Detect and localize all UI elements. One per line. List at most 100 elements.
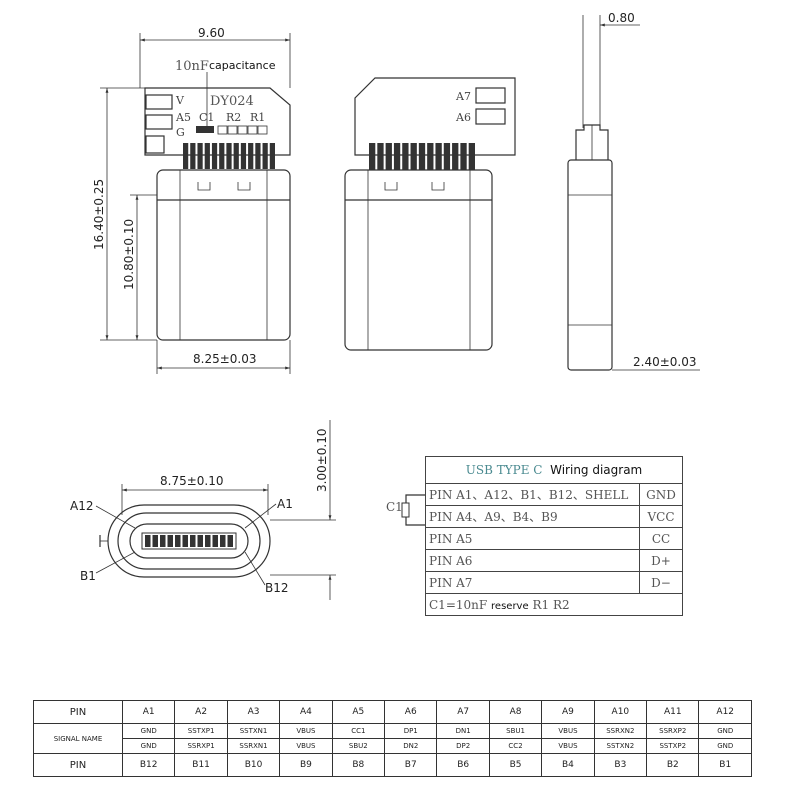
connector-pin [167, 535, 173, 547]
signal-cell-bottom: SBU2 [331, 738, 386, 754]
wiring-cap-label: C1 [386, 500, 403, 514]
pin-cell-top: A5 [331, 700, 386, 724]
connector-pin [212, 535, 218, 547]
signal-cell-top: VBUS [279, 723, 333, 739]
pad-label-v: V [175, 94, 185, 107]
wiring-table: USB TYPE C Wiring diagram PIN A1、A12、B1、… [425, 456, 683, 616]
dim-height-body: 10.80±0.10 [122, 219, 136, 290]
connector-pin [385, 143, 392, 170]
label-b1: B1 [80, 569, 96, 583]
connector-pin [152, 535, 158, 547]
signal-cell-top: GND [698, 723, 752, 739]
pin-cell-bottom: B3 [593, 753, 648, 777]
pin-cell-top: A12 [698, 700, 752, 724]
dim-end-width: 8.75±0.10 [160, 474, 224, 488]
connector-pin [460, 143, 467, 170]
label-r1: R1 [250, 111, 265, 124]
signal-cell-bottom: VBUS [279, 738, 333, 754]
signal-cell-top: VBUS [541, 723, 595, 739]
signal-cell-bottom: DN2 [384, 738, 438, 754]
signal-cell-top: GND [121, 723, 176, 739]
connector-pin [204, 143, 210, 169]
connector-pin [227, 535, 233, 547]
signal-cell-top: SSTXP1 [174, 723, 228, 739]
signal-cell-bottom: SSRXN1 [226, 738, 281, 754]
pad-label-a6: A6 [455, 111, 471, 124]
pin-cell-top: A8 [488, 700, 543, 724]
pin-cell-bottom: B6 [436, 753, 490, 777]
pin-cell-bottom: B10 [226, 753, 281, 777]
connector-pin [205, 535, 211, 547]
connector-pin [402, 143, 409, 170]
pin-cell-top: A4 [279, 700, 333, 724]
connector-pin [377, 143, 384, 170]
connector-pin [197, 535, 203, 547]
connector-pin [211, 143, 218, 169]
signal-cell-top: SSRXP2 [646, 723, 700, 739]
pin-cell-top: A9 [541, 700, 595, 724]
pin-cell-bottom: B1 [698, 753, 752, 777]
connector-pin [418, 143, 426, 170]
connector-pin [190, 143, 196, 169]
connector-pin [145, 535, 151, 547]
pin-cell-top: A2 [174, 700, 228, 724]
wiring-title: USB TYPE C Wiring diagram [425, 456, 683, 484]
end-view: 8.75±0.10 3.00±0.10 A12 A1 B1 B12 [70, 420, 336, 600]
pin-cell-top: A11 [646, 700, 700, 724]
pin-cell-top: A10 [593, 700, 648, 724]
connector-pin [369, 143, 376, 170]
pin-cell-bottom: B7 [384, 753, 438, 777]
signal-cell-bottom: SSTXP2 [646, 738, 700, 754]
pin-cell-bottom: B2 [646, 753, 700, 777]
signal-cell-bottom: CC2 [488, 738, 543, 754]
dim-side-body: 2.40±0.03 [633, 355, 697, 369]
pin-cell-bottom: B8 [331, 753, 386, 777]
signal-cell-top: SSTXN1 [226, 723, 281, 739]
pin-cell-bottom: B4 [541, 753, 595, 777]
pad-label-a5: A5 [175, 111, 191, 124]
wiring-footer: C1=10nF reserve R1 R2 [425, 593, 683, 616]
model-label: DY024 [210, 94, 254, 109]
signal-cell-top: DN1 [436, 723, 490, 739]
pin-cell-top: A3 [226, 700, 281, 724]
pin-cell-top: A1 [121, 700, 176, 724]
connector-pin [262, 143, 268, 169]
label-a1: A1 [277, 497, 293, 511]
connector-pin [233, 143, 239, 169]
connector-pin [468, 143, 475, 170]
side-view: 0.80 2.40±0.03 [567, 11, 700, 371]
connector-pin [197, 143, 203, 169]
dim-body-width: 8.25±0.03 [193, 352, 257, 366]
pin-cell-top: A6 [384, 700, 438, 724]
connector-pin [226, 143, 232, 169]
signal-cell-top: DP1 [384, 723, 438, 739]
signal-cell-bottom: SSRXP1 [174, 738, 228, 754]
cap-label: capacitance [209, 59, 276, 72]
dim-height-total: 16.40±0.25 [92, 179, 106, 250]
pin-cell-bottom: B12 [121, 753, 176, 777]
connector-pin [219, 143, 225, 169]
connector-pin [240, 143, 247, 169]
connector-pin [410, 143, 417, 170]
connector-pin [183, 143, 189, 169]
signal-cell-bottom: VBUS [541, 738, 595, 754]
connector-pin [427, 143, 434, 170]
connector-pin [220, 535, 226, 547]
connector-pin [393, 143, 401, 170]
pad-label-a7: A7 [455, 90, 471, 103]
connector-pin [190, 535, 196, 547]
front-view: 9.60 10nF capacitance V A5 G DY024 C1 R2… [92, 26, 291, 374]
pad-label-g: G [176, 126, 185, 139]
connector-pin [452, 143, 459, 170]
label-b12: B12 [265, 581, 289, 595]
signal-cell-bottom: DP2 [436, 738, 490, 754]
dim-width: 9.60 [198, 26, 225, 40]
pin-header-bottom: PIN [33, 753, 123, 777]
connector-pin [443, 143, 451, 170]
